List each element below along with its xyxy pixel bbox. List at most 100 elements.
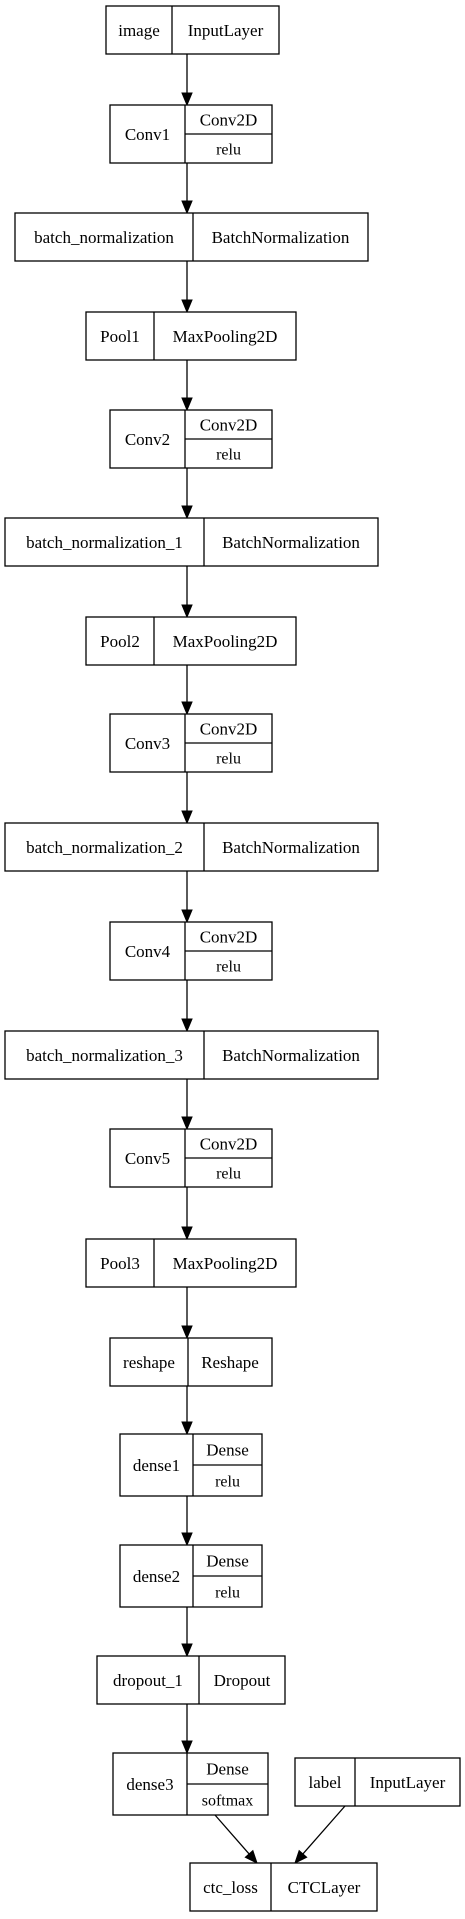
layer-node-bn1: batch_normalization_1 BatchNormalization <box>4 517 379 567</box>
layer-node-reshape: reshape Reshape <box>109 1337 273 1387</box>
layer-type: Dense <box>206 1760 248 1779</box>
layer-name: dense1 <box>133 1456 180 1475</box>
layer-node-conv4: Conv4 Conv2D relu <box>109 921 273 981</box>
layer-node-ctc: ctc_loss CTCLayer <box>189 1862 378 1912</box>
edge-arrow <box>181 1079 193 1131</box>
edge-arrow <box>181 980 193 1033</box>
layer-activation: relu <box>216 447 241 464</box>
node-box <box>96 1655 286 1705</box>
layer-node-bn3: batch_normalization_3 BatchNormalization <box>4 1030 379 1080</box>
layer-node-bn2: batch_normalization_2 BatchNormalization <box>4 822 379 872</box>
layer-name: dropout_1 <box>113 1671 183 1690</box>
layer-node-dropout1: dropout_1 Dropout <box>96 1655 286 1705</box>
layer-type: MaxPooling2D <box>173 632 278 651</box>
node-box <box>85 1238 297 1288</box>
layer-type: MaxPooling2D <box>173 1254 278 1273</box>
layer-name: batch_normalization_1 <box>26 533 183 552</box>
layer-activation: relu <box>216 142 241 159</box>
layer-node-dense1: dense1 Dense relu <box>119 1433 263 1497</box>
edge-arrow <box>181 1704 193 1755</box>
layer-name: dense2 <box>133 1567 180 1586</box>
layer-type: Conv2D <box>200 720 258 739</box>
edge-arrow <box>181 54 193 107</box>
layer-type: Reshape <box>201 1353 259 1372</box>
node-box <box>4 822 379 872</box>
layer-activation: softmax <box>202 1793 254 1810</box>
edge-arrow <box>181 261 193 314</box>
layer-name: batch_normalization_2 <box>26 838 183 857</box>
edge-arrow <box>181 163 193 215</box>
layer-node-label: label InputLayer <box>294 1757 461 1807</box>
layer-name: Pool1 <box>100 327 140 346</box>
layer-name: label <box>308 1773 341 1792</box>
layer-type: InputLayer <box>188 21 264 40</box>
node-box <box>189 1862 378 1912</box>
node-box <box>109 1337 273 1387</box>
layer-activation: relu <box>216 959 241 976</box>
edge-arrow <box>181 1287 193 1340</box>
layer-name: reshape <box>123 1353 175 1372</box>
layer-node-conv5: Conv5 Conv2D relu <box>109 1128 273 1188</box>
layer-activation: relu <box>215 1585 240 1602</box>
edge-arrow <box>181 871 193 924</box>
layer-name: Conv3 <box>125 734 170 753</box>
layer-type: Conv2D <box>200 928 258 947</box>
edge-arrow <box>181 772 193 825</box>
node-box <box>4 1030 379 1080</box>
layer-type: BatchNormalization <box>222 533 360 552</box>
edge-arrow <box>294 1805 346 1864</box>
layer-node-bn0: batch_normalization BatchNormalization <box>14 212 369 262</box>
layer-node-conv3: Conv3 Conv2D relu <box>109 713 273 773</box>
layer-name: batch_normalization <box>34 228 174 247</box>
layer-type: BatchNormalization <box>222 838 360 857</box>
layer-activation: relu <box>215 1474 240 1491</box>
layer-name: Pool3 <box>100 1254 140 1273</box>
node-box <box>14 212 369 262</box>
layer-type: Dropout <box>214 1671 271 1690</box>
layer-node-conv2: Conv2 Conv2D relu <box>109 409 273 469</box>
layer-activation: relu <box>216 1166 241 1183</box>
layer-type: MaxPooling2D <box>173 327 278 346</box>
layer-name: Pool2 <box>100 632 140 651</box>
layer-type: Dense <box>206 1552 248 1571</box>
layer-name: Conv4 <box>125 942 171 961</box>
layer-node-dense2: dense2 Dense relu <box>119 1544 263 1608</box>
edge-arrow <box>181 1386 193 1436</box>
layer-node-dense3: dense3 Dense softmax <box>112 1752 269 1816</box>
layer-name: Conv5 <box>125 1149 170 1168</box>
node-box <box>105 5 280 55</box>
edge-arrow <box>181 468 193 520</box>
edge-arrow <box>181 1187 193 1241</box>
layer-name: Conv2 <box>125 430 170 449</box>
edge-arrow <box>181 1496 193 1547</box>
node-box <box>294 1757 461 1807</box>
layer-name: image <box>118 21 160 40</box>
layer-name: batch_normalization_3 <box>26 1046 183 1065</box>
layer-type: CTCLayer <box>288 1878 361 1897</box>
layer-type: BatchNormalization <box>222 1046 360 1065</box>
node-box <box>85 311 297 361</box>
layer-type: Dense <box>206 1441 248 1460</box>
layer-node-image: image InputLayer <box>105 5 280 55</box>
layer-type: InputLayer <box>370 1773 446 1792</box>
layer-type: Conv2D <box>200 416 258 435</box>
layer-node-pool2: Pool2 MaxPooling2D <box>85 616 297 666</box>
edge-arrow <box>181 566 193 619</box>
layer-node-pool1: Pool1 MaxPooling2D <box>85 311 297 361</box>
layer-type: Conv2D <box>200 111 258 130</box>
layer-node-pool3: Pool3 MaxPooling2D <box>85 1238 297 1288</box>
layer-name: ctc_loss <box>203 1878 258 1897</box>
layer-type: Conv2D <box>200 1135 258 1154</box>
edge-arrow <box>214 1814 258 1864</box>
layer-name: dense3 <box>126 1775 173 1794</box>
node-box <box>4 517 379 567</box>
layer-activation: relu <box>216 751 241 768</box>
layer-type: BatchNormalization <box>212 228 350 247</box>
edge-arrow <box>181 1607 193 1658</box>
node-box <box>85 616 297 666</box>
edges-layer <box>181 54 346 1864</box>
edge-arrow <box>181 360 193 412</box>
